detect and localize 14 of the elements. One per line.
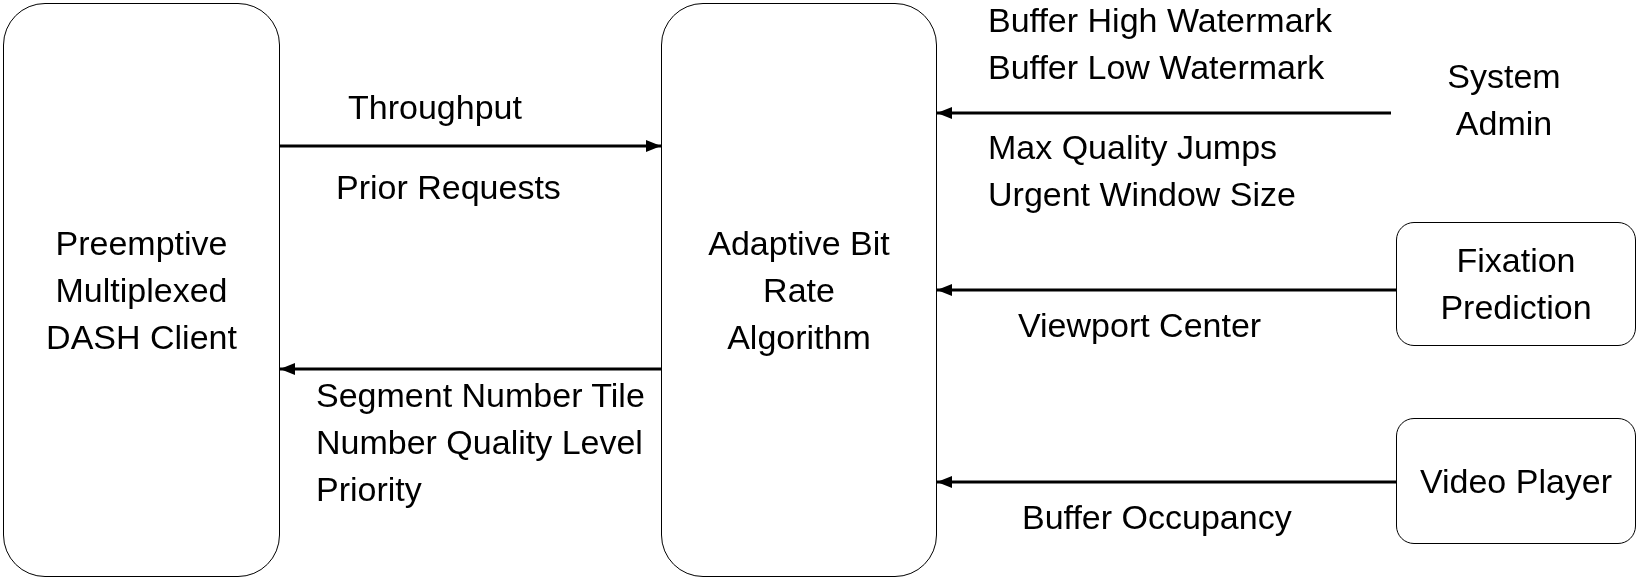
arrow <box>280 363 661 375</box>
arrow <box>937 284 1396 296</box>
box-label: Video Player <box>1418 460 1614 502</box>
process-box <box>1396 418 1636 544</box>
arrow <box>280 140 661 152</box>
box-label: Adaptive Bit Rate Algorithm <box>707 222 891 358</box>
source-label: System Admin <box>1446 56 1562 144</box>
process-box <box>1396 222 1636 346</box>
arrow <box>937 107 1391 119</box>
box-label: Preemptive Multiplexed DASH Client <box>45 222 238 358</box>
box-label: Fixation Prediction <box>1439 240 1593 328</box>
process-box <box>661 3 937 577</box>
arrow <box>937 476 1396 488</box>
process-box <box>3 3 280 577</box>
